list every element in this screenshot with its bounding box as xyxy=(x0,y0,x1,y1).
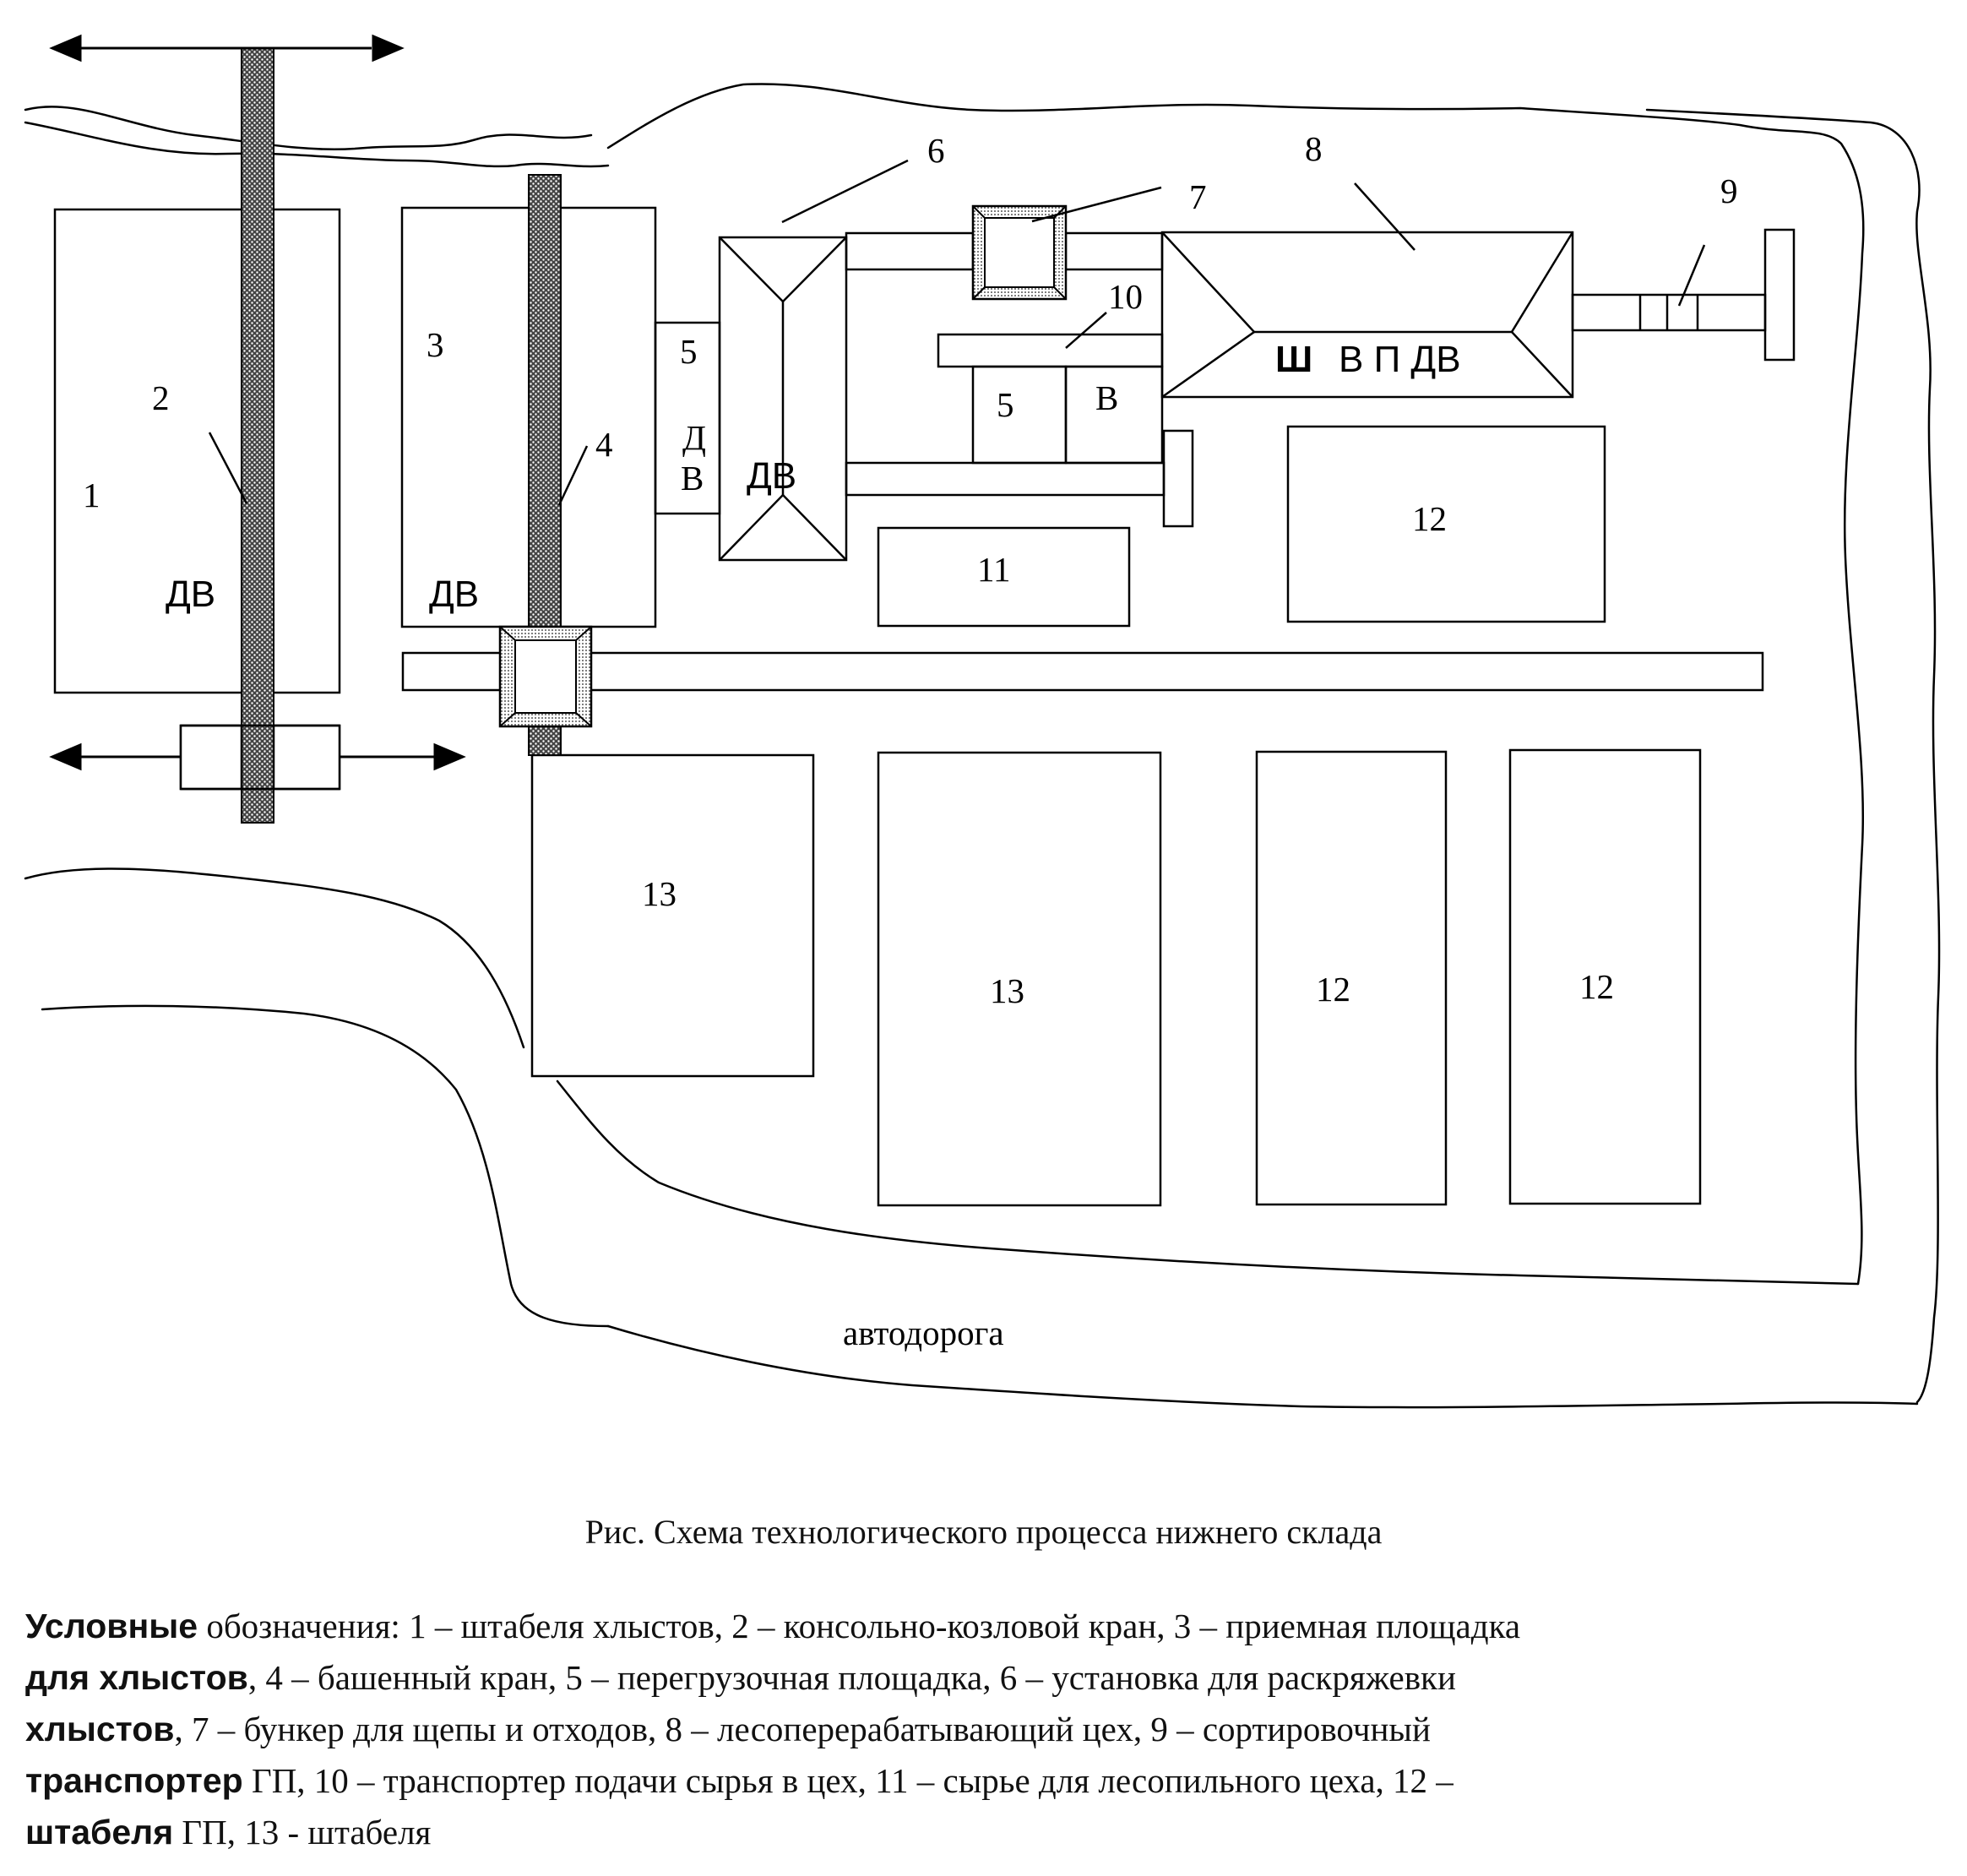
river-shore-bottom-1 xyxy=(24,867,525,1049)
legend-line-text: , 7 – бункер для щепы и отходов, 8 – лес… xyxy=(174,1710,1431,1748)
feed-conveyor-10 xyxy=(937,333,1164,368)
label-dv-center: ДВ xyxy=(429,574,479,615)
sawmill-raw-material-11 xyxy=(877,526,1131,628)
legend-line-bold: для хлыстов xyxy=(25,1658,248,1697)
label-v-small: В xyxy=(1095,378,1118,417)
leader-7 xyxy=(1031,186,1162,223)
river-shore-bottom-2 xyxy=(41,1004,610,1328)
label-12-center: 12 xyxy=(1316,970,1350,1009)
conveyor-bunker-to-mill xyxy=(1064,231,1164,271)
legend: Условные обозначения: 1 – штабеля хлысто… xyxy=(25,1601,1816,1858)
label-dv-bucking: ДВ xyxy=(747,455,796,497)
workshop-roof-right xyxy=(1510,231,1574,398)
label-10: 10 xyxy=(1108,277,1143,316)
stack-13-center xyxy=(877,751,1162,1207)
leader-6 xyxy=(781,159,909,224)
legend-line-text: обозначения: 1 – штабеля хлыстов, 2 – ко… xyxy=(198,1607,1521,1645)
label-5-small: 5 xyxy=(997,385,1014,424)
conveyor-lower-end xyxy=(1162,429,1194,528)
label-2: 2 xyxy=(152,378,170,417)
figure-caption: Рис. Схема технологического процесса ниж… xyxy=(584,1513,1383,1551)
crane-2-carriage-cover xyxy=(179,724,243,791)
bottom-arrow-head-left xyxy=(49,742,82,771)
crane-2-track xyxy=(241,47,274,824)
legend-line-bold: хлыстов xyxy=(25,1710,175,1748)
tower-crane-base xyxy=(498,625,593,728)
label-3: 3 xyxy=(427,325,444,364)
legend-line: для хлыстов, 4 – башенный кран, 5 – пере… xyxy=(25,1652,1816,1704)
sorting-conveyor-9 xyxy=(1571,293,1767,332)
label-dv-left: ДВ xyxy=(166,574,215,615)
legend-line-bold: транспортер xyxy=(25,1761,243,1800)
bucking-unit-6 xyxy=(718,236,848,562)
road-bottom-line xyxy=(606,1324,1919,1409)
legend-line: Условные обозначения: 1 – штабеля хлысто… xyxy=(25,1601,1816,1652)
label-4: 4 xyxy=(595,425,613,464)
leader-9 xyxy=(1677,244,1706,307)
legend-line-text: , 4 – башенный кран, 5 – перегрузочная п… xyxy=(247,1658,1456,1697)
road-outer-line xyxy=(1645,108,1941,1404)
legend-line-bold: Условные xyxy=(25,1607,198,1645)
label-road: автодорога xyxy=(843,1313,1004,1352)
log-stack-1 xyxy=(53,208,341,694)
legend-line: транспортер ГП, 10 – транспортер подачи … xyxy=(25,1755,1816,1807)
label-13-left: 13 xyxy=(642,874,676,913)
legend-line-bold: штабеля xyxy=(25,1813,174,1852)
processing-workshop-8 xyxy=(1160,231,1574,399)
bottom-arrow-head-right xyxy=(433,742,466,771)
label-11: 11 xyxy=(977,550,1010,589)
finished-stack-12-upper xyxy=(1286,425,1606,623)
label-mill-sh: Ш xyxy=(1275,339,1312,380)
legend-line: хлыстов, 7 – бункер для щепы и отходов, … xyxy=(25,1704,1816,1755)
workshop-roof-left xyxy=(1161,231,1256,399)
leader-8 xyxy=(1354,182,1415,251)
transfer-platform-5-small xyxy=(971,365,1068,465)
label-12-upper: 12 xyxy=(1412,499,1447,538)
conveyor-lower xyxy=(845,461,1166,497)
label-v-vertical: В xyxy=(681,459,704,498)
crane-2-carriage-cover-right xyxy=(272,724,341,791)
road-inner-line xyxy=(556,1079,1860,1286)
label-mill-vpdv: В П ДВ xyxy=(1339,339,1461,380)
label-5-vertical: 5 xyxy=(680,332,698,371)
label-13-center: 13 xyxy=(990,971,1024,1010)
lower-warehouse-diagram: 1 2 3 4 5 5 6 7 8 9 10 11 12 12 12 13 13… xyxy=(24,34,1941,1409)
leader-2 xyxy=(208,432,248,504)
sorting-conveyor-end xyxy=(1763,228,1796,362)
chip-bunker-7 xyxy=(971,204,1068,301)
leader-10 xyxy=(1065,312,1107,349)
label-d-vertical: Д xyxy=(682,418,706,457)
label-7: 7 xyxy=(1189,177,1207,216)
label-12-right: 12 xyxy=(1579,967,1614,1006)
top-arrow-head-right xyxy=(372,34,405,63)
top-arrow-head-left xyxy=(49,34,82,63)
label-8: 8 xyxy=(1305,129,1323,168)
territory-boundary xyxy=(606,83,1865,1286)
leader-4 xyxy=(557,445,589,506)
legend-line-text: ГП, 13 - штабеля xyxy=(173,1813,432,1852)
river-shore-top-2 xyxy=(24,121,610,168)
main-conveyor xyxy=(401,651,1764,692)
stack-13-left xyxy=(530,753,815,1078)
label-6: 6 xyxy=(927,131,945,170)
conveyor-top-link xyxy=(845,231,975,271)
label-1: 1 xyxy=(83,476,101,514)
finished-stack-12-right xyxy=(1508,748,1702,1205)
river-shore-top-1 xyxy=(24,106,593,151)
legend-line: штабеля ГП, 13 - штабеля xyxy=(25,1807,1816,1858)
label-9: 9 xyxy=(1720,171,1738,210)
bucking-unit-roof-bottom xyxy=(719,493,847,561)
finished-stack-12-center xyxy=(1255,750,1448,1206)
bucking-unit-roof-top xyxy=(719,237,847,303)
legend-line-text: ГП, 10 – транспортер подачи сырья в цех,… xyxy=(242,1761,1454,1800)
